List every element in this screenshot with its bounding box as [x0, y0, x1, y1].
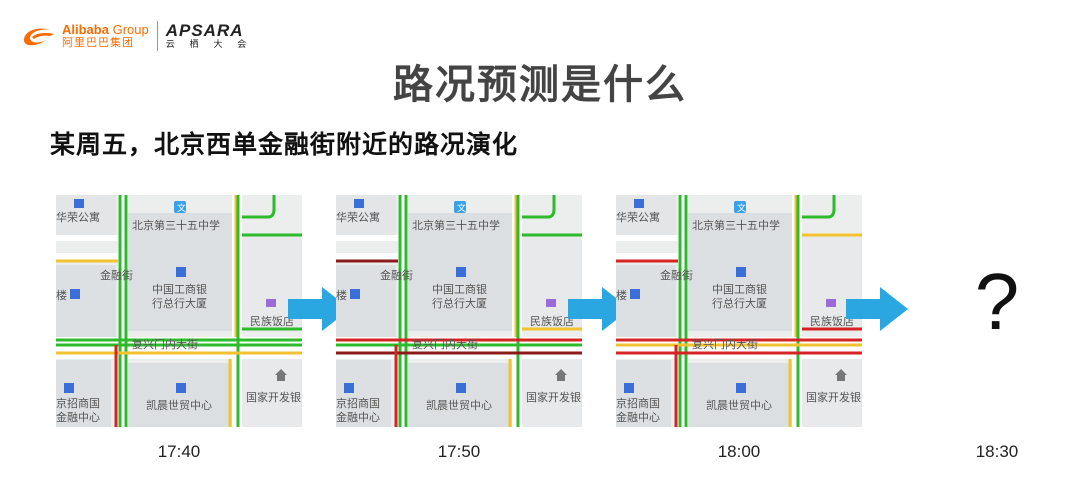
traffic-road-top [242, 195, 276, 219]
frame-time-label: 17:40 [157, 442, 201, 461]
poi-bank-icon [176, 267, 186, 277]
map-place-label: 北京第三十五中学 [412, 218, 500, 232]
map-place-label: 国家开发银 [806, 390, 861, 404]
alibaba-group-wordmark: Alibaba Group [62, 22, 149, 38]
svg-text:文: 文 [737, 202, 746, 214]
poi-home-icon [354, 199, 364, 208]
header-logos: Alibaba Group 阿里巴巴集团 APSARA 云 栖 大 会 [20, 16, 252, 56]
page-subtitle: 某周五，北京西单金融街附近的路况演化 [50, 130, 519, 159]
poi-office-icon [70, 289, 80, 299]
map-place-label: 金融中心 [616, 410, 660, 424]
svg-text:文: 文 [457, 202, 466, 214]
unknown-future-symbol: ? [974, 257, 1020, 346]
poi-bank-icon [736, 267, 746, 277]
map-place-label: 民族饭店 [530, 314, 574, 328]
map-place-label: 民族饭店 [810, 314, 854, 328]
frame-time-label: 17:50 [437, 442, 481, 461]
map-place-label: 中国工商银 [712, 282, 767, 296]
map-place-label: 京招商国 [56, 396, 100, 410]
map-place-label: 民族饭店 [250, 314, 294, 328]
map-place-label: 京招商国 [616, 396, 660, 410]
map-place-label: 京招商国 [336, 396, 380, 410]
map-place-label: 复兴门内大街 [412, 337, 478, 351]
map-place-label: 楼 [336, 288, 347, 302]
poi-school-icon: 文 [734, 201, 746, 214]
map-place-label: 复兴门内大街 [692, 337, 758, 351]
map-place-label: 北京第三十五中学 [692, 218, 780, 232]
map-place-label: 北京第三十五中学 [132, 218, 220, 232]
poi-office-icon [350, 289, 360, 299]
frame-time-label: 18:30 [975, 442, 1019, 461]
poi-bank-icon [456, 267, 466, 277]
poi-merchant-icon [624, 383, 634, 393]
traffic-road-top [522, 195, 556, 219]
poi-merchant-icon [344, 383, 354, 393]
poi-merchant-icon [64, 383, 74, 393]
poi-trade-icon [736, 383, 746, 393]
poi-hotel-icon [546, 299, 556, 307]
map-place-label: 行总行大厦 [152, 296, 207, 310]
map-place-label: 金融中心 [336, 410, 380, 424]
apsara-cn-wordmark: 云 栖 大 会 [165, 40, 253, 50]
traffic-map-1800: 华荣公寓 北京第三十五中学 金融街 中国工商银 行总行大厦 民族饭店 复兴门内大… [616, 195, 862, 427]
svg-text:文: 文 [177, 202, 186, 214]
frame-time-label: 18:00 [717, 442, 761, 461]
arrow-right-icon [288, 287, 350, 331]
map-place-label: 国家开发银 [526, 390, 581, 404]
map-place-label: 金融街 [380, 268, 413, 282]
poi-devbank-icon [555, 369, 567, 381]
map-place-label: 楼 [56, 288, 67, 302]
map-place-label: 楼 [616, 288, 627, 302]
map-place-label: 金融街 [660, 268, 693, 282]
poi-trade-icon [176, 383, 186, 393]
traffic-map-1740: 华荣公寓 北京第三十五中学 金融街 中国工商银 行总行大厦 民族饭店 复兴门内大… [56, 195, 302, 427]
map-place-label: 凯晨世贸中心 [146, 399, 212, 412]
poi-devbank-icon [275, 369, 287, 381]
map-place-label: 华荣公寓 [56, 210, 100, 224]
page-title: 路况预测是什么 [393, 62, 687, 108]
map-place-label: 国家开发银 [246, 390, 301, 404]
poi-devbank-icon [835, 369, 847, 381]
apsara-wordmark: APSARA [165, 21, 244, 40]
map-place-label: 行总行大厦 [712, 296, 767, 310]
poi-hotel-icon [826, 299, 836, 307]
poi-school-icon: 文 [454, 201, 466, 214]
poi-school-icon: 文 [174, 201, 186, 214]
poi-home-icon [74, 199, 84, 208]
map-place-label: 复兴门内大街 [132, 337, 198, 351]
map-place-label: 行总行大厦 [432, 296, 487, 310]
map-place-label: 凯晨世贸中心 [706, 399, 772, 412]
traffic-map-1750: 华荣公寓 北京第三十五中学 金融街 中国工商银 行总行大厦 民族饭店 复兴门内大… [336, 195, 582, 427]
poi-home-icon [634, 199, 644, 208]
logo-divider [156, 21, 158, 51]
poi-hotel-icon [266, 299, 276, 307]
poi-trade-icon [456, 383, 466, 393]
traffic-road-top [802, 195, 836, 219]
alibaba-cn-wordmark: 阿里巴巴集团 [62, 36, 134, 50]
map-place-label: 中国工商银 [152, 282, 207, 296]
poi-office-icon [630, 289, 640, 299]
arrow-right-icon [846, 287, 908, 331]
map-place-label: 金融街 [100, 268, 133, 282]
map-place-label: 华荣公寓 [616, 210, 660, 224]
map-place-label: 凯晨世贸中心 [426, 399, 492, 412]
map-place-label: 华荣公寓 [336, 210, 380, 224]
arrow-right-icon [568, 287, 630, 331]
alibaba-logo-icon [20, 22, 58, 50]
map-place-label: 金融中心 [56, 410, 100, 424]
map-place-label: 中国工商银 [432, 282, 487, 296]
